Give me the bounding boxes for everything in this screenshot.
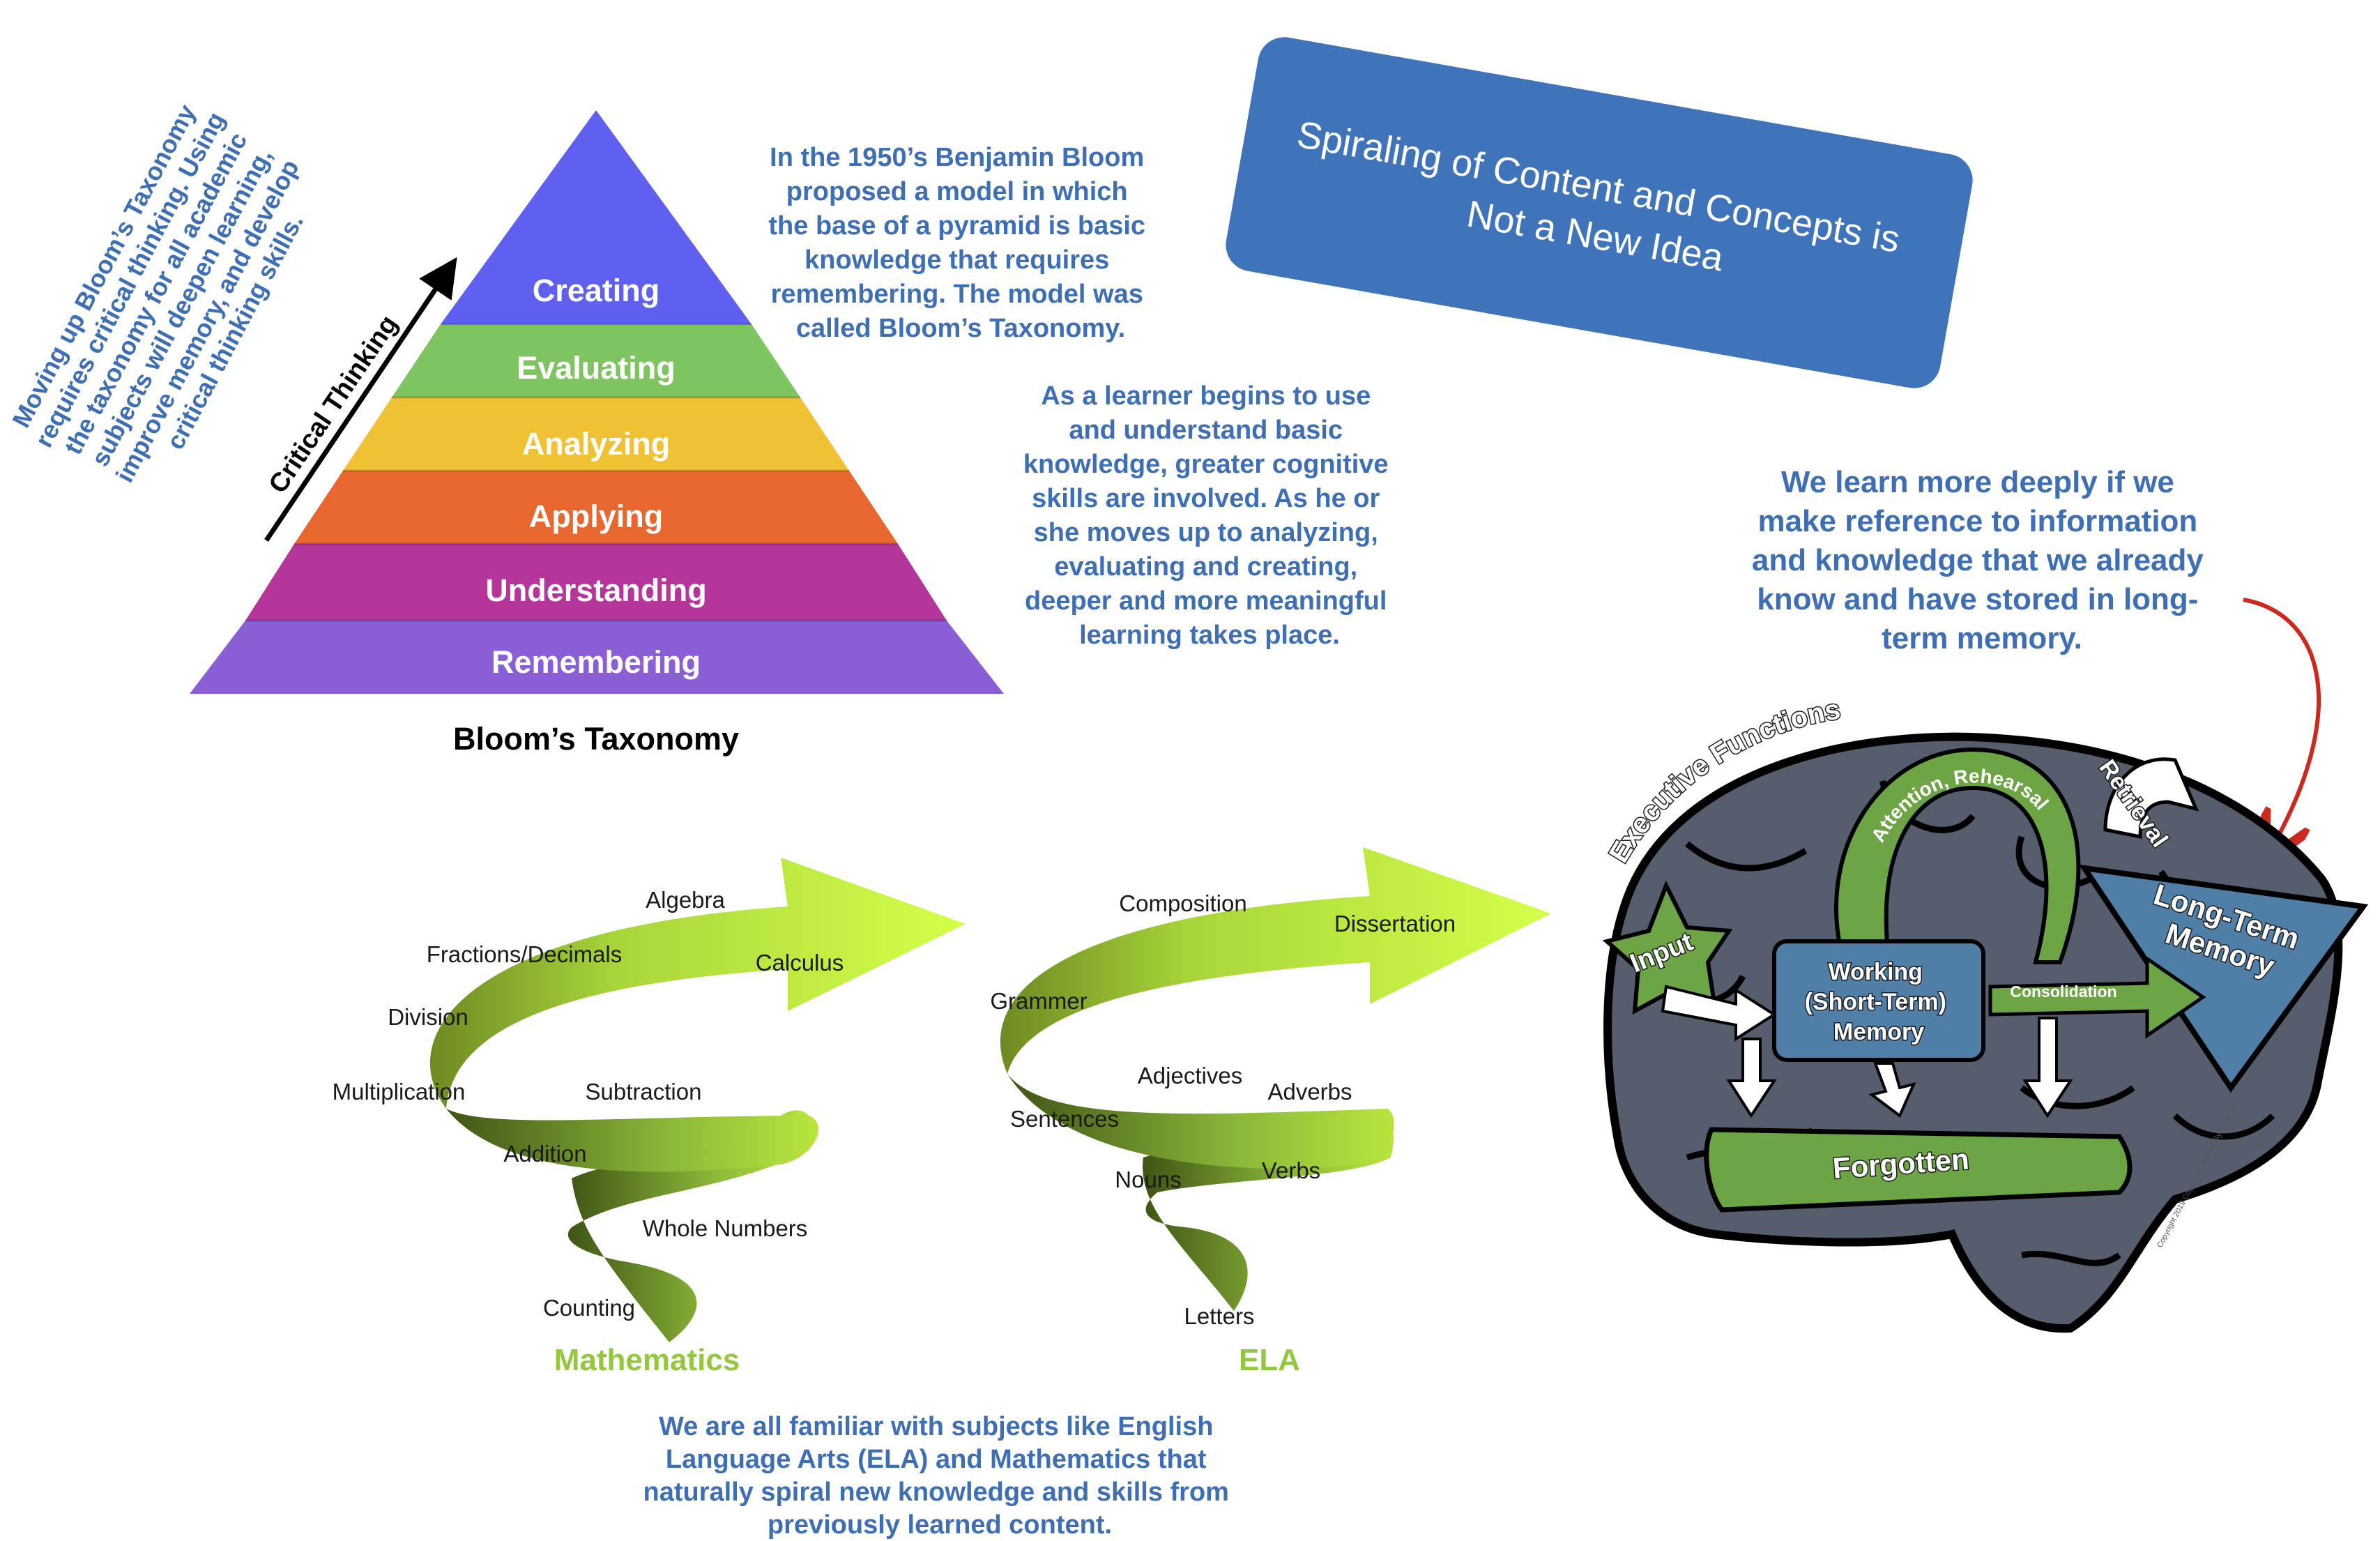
math-label-subtraction: Subtraction xyxy=(586,1079,702,1104)
layer-label-evaluating: Evaluating xyxy=(517,350,676,386)
retrieval-arrow xyxy=(2103,757,2199,840)
math-label-multiplication: Multiplication xyxy=(333,1079,466,1104)
learner-paragraph: As a learner begins to use and understan… xyxy=(1023,381,1396,650)
layer-label-remembering: Remembering xyxy=(491,644,701,680)
working-line: (Short-Term) xyxy=(1805,989,1946,1015)
bottom-paragraph: We are all familiar with subjects like E… xyxy=(643,1412,1236,1540)
bottom-line: previously learned content. xyxy=(768,1510,1112,1540)
bottom-line: Language Arts (ELA) and Mathematics that xyxy=(666,1445,1207,1474)
memory-line: term memory. xyxy=(1882,621,2082,655)
intro-line: proposed a model in which xyxy=(786,177,1128,206)
working-memory-label: Working (Short-Term) Memory xyxy=(1805,959,1953,1045)
bottom-line: naturally spiral new knowledge and skill… xyxy=(643,1478,1228,1507)
ela-label-grammer: Grammer xyxy=(990,988,1087,1014)
ela-spiral-title: ELA xyxy=(1239,1343,1300,1377)
forgotten-bar xyxy=(1704,1127,2133,1213)
math-spiral: Algebra Fractions/Decimals Calculus Divi… xyxy=(333,858,966,1377)
working-line: Working xyxy=(1829,959,1923,985)
layer-label-understanding: Understanding xyxy=(485,572,707,608)
learner-line: skills are involved. As he or xyxy=(1032,484,1380,513)
math-label-division: Division xyxy=(388,1004,468,1030)
bloom-side-text: Moving up Bloom’s Taxonomy requires crit… xyxy=(3,87,337,507)
forget-arrows xyxy=(1726,1017,2073,1118)
math-label-whole-numbers: Whole Numbers xyxy=(643,1215,808,1241)
layer-label-applying: Applying xyxy=(529,499,663,534)
math-spiral-title: Mathematics xyxy=(554,1343,740,1377)
title-banner: Spiraling of Content and Concepts is Not… xyxy=(1226,37,1973,388)
ela-spiral-mid xyxy=(1007,1074,1394,1169)
input-arrow xyxy=(1661,985,1777,1042)
ela-spiral-upper xyxy=(1000,847,1551,1074)
learner-line: deeper and more meaningful xyxy=(1025,586,1387,616)
memory-line: We learn more deeply if we xyxy=(1781,465,2174,499)
learner-line: evaluating and creating, xyxy=(1054,552,1357,582)
intro-paragraph: In the 1950’s Benjamin Bloom proposed a … xyxy=(768,143,1152,343)
ela-spiral: Composition Dissertation Grammer Adjecti… xyxy=(990,847,1551,1377)
pyramid-layer-evaluating xyxy=(392,324,800,397)
memory-line: and knowledge that we already xyxy=(1752,543,2204,577)
ela-label-adjectives: Adjectives xyxy=(1138,1063,1242,1088)
layer-label-analyzing: Analyzing xyxy=(522,426,671,462)
svg-text:Moving up Bloom’s Taxonomy: Moving up Bloom’s Taxonomy requires crit… xyxy=(3,87,337,507)
learner-line: As a learner begins to use xyxy=(1041,381,1371,411)
learner-line: knowledge, greater cognitive xyxy=(1023,450,1389,479)
intro-line: In the 1950’s Benjamin Bloom xyxy=(770,143,1144,172)
learner-line: learning takes place. xyxy=(1079,621,1340,650)
bloom-pyramid: Creating Evaluating Analyzing Applying U… xyxy=(190,110,1004,694)
learner-line: and understand basic xyxy=(1069,416,1343,445)
ela-label-nouns: Nouns xyxy=(1115,1167,1181,1192)
math-spiral-upper xyxy=(429,858,966,1109)
ela-label-composition: Composition xyxy=(1119,890,1246,916)
bloom-title: Bloom’s Taxonomy xyxy=(453,721,739,757)
brain-diagram: Executive Functions Attention, Rehearsal… xyxy=(1602,693,2369,1333)
math-label-fractions: Fractions/Decimals xyxy=(427,941,623,967)
pyramid-dividers xyxy=(245,323,947,622)
learner-line: she moves up to analyzing, xyxy=(1034,518,1378,547)
intro-line: remembering. The model was xyxy=(771,280,1143,309)
working-line: Memory xyxy=(1833,1019,1924,1045)
ela-label-dissertation: Dissertation xyxy=(1334,911,1456,936)
pyramid-layer-remembering xyxy=(190,621,1004,694)
pyramid-layer-applying xyxy=(294,471,898,544)
pyramid-layer-understanding xyxy=(245,544,947,621)
math-spiral-mid xyxy=(446,1109,819,1172)
consolidation-label: Consolidation xyxy=(2010,982,2116,1001)
layer-label-creating: Creating xyxy=(533,273,660,308)
intro-line: knowledge that requires xyxy=(804,245,1109,275)
working-memory-box xyxy=(1772,939,1985,1062)
consolidation-arrow xyxy=(1988,955,2206,1039)
attention-loop xyxy=(1834,747,2081,964)
math-label-counting: Counting xyxy=(543,1295,635,1321)
math-label-addition: Addition xyxy=(503,1141,586,1167)
math-label-algebra: Algebra xyxy=(646,887,725,913)
ela-label-verbs: Verbs xyxy=(1262,1157,1320,1183)
memory-line: know and have stored in long- xyxy=(1757,582,2198,616)
pyramid-layer-creating xyxy=(441,110,752,324)
bottom-line: We are all familiar with subjects like E… xyxy=(659,1412,1213,1441)
math-label-calculus: Calculus xyxy=(756,950,844,976)
ela-label-sentences: Sentences xyxy=(1010,1106,1119,1132)
red-pointer-arrow xyxy=(2243,598,2321,840)
memory-line: make reference to information xyxy=(1757,504,2197,538)
intro-line: called Bloom’s Taxonomy. xyxy=(796,314,1125,343)
intro-line: the base of a pyramid is basic xyxy=(768,211,1145,241)
ela-label-adverbs: Adverbs xyxy=(1267,1079,1352,1104)
ela-label-letters: Letters xyxy=(1184,1303,1255,1329)
memory-paragraph: We learn more deeply if we make referenc… xyxy=(1752,465,2212,655)
pyramid-layer-analyzing xyxy=(343,397,849,471)
